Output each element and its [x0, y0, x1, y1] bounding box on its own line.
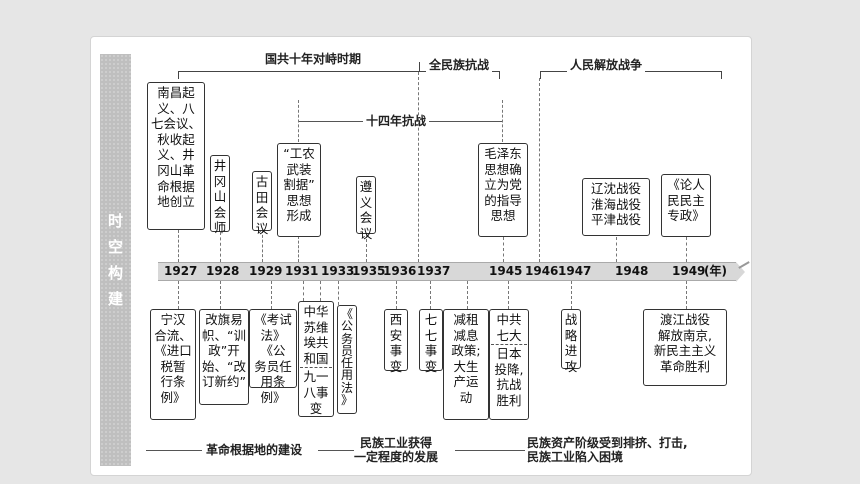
year-label: 1928 — [206, 264, 240, 278]
dash-line — [503, 237, 504, 262]
year-label: 1936 — [383, 264, 417, 278]
timeline-arrow — [736, 262, 745, 282]
dash-line — [338, 281, 339, 305]
dash-line — [298, 236, 299, 262]
event-text: 九一 八事 变 — [303, 369, 329, 416]
event-box-1937-bottom: 七 七 事 变 — [419, 309, 443, 374]
dash-line — [467, 281, 468, 309]
dash-line — [430, 281, 431, 309]
dash-line — [271, 281, 272, 309]
side-tab-char: 时 — [107, 212, 123, 230]
note-line — [455, 450, 525, 451]
event-box-reduce-rent: 减租 减息 政策; 大生 产运 动 — [443, 309, 489, 420]
dash-line — [508, 281, 509, 309]
event-box-1948-top: 辽沈战役 淮海战役 平津战役 — [582, 178, 650, 236]
event-text: 中共 七大 — [496, 312, 522, 343]
event-text: 中华 苏维 埃共 和国 — [303, 304, 329, 366]
timeline-axis — [158, 262, 736, 281]
side-tab-char: 空 — [107, 238, 123, 256]
year-label: 1937 — [417, 264, 451, 278]
dash-line — [220, 232, 221, 262]
year-label: 1945 — [489, 264, 523, 278]
dash-line — [686, 237, 687, 262]
note-industry-hard: 民族资产阶级受到排挤、打击, 民族工业陷入困境 — [527, 436, 688, 464]
event-box-1945-bottom: 中共 七大 日本 投降, 抗战 胜利 — [489, 309, 529, 420]
dash-line — [320, 281, 321, 301]
side-tab-char: 构 — [107, 264, 123, 282]
event-box-1927-top: 南昌起 义、八 七会议、 秋收起 义、井 冈山革 命根据 地创立 — [147, 82, 205, 230]
note-base-building: 革命根据地的建设 — [206, 443, 303, 457]
period-bracket-liberation — [540, 71, 722, 79]
year-unit: (年) — [704, 264, 727, 278]
period-label-liberation: 人民解放战争 — [567, 58, 646, 72]
event-box-1928-top: 井 冈 山 会 师 — [210, 155, 230, 235]
event-box-1928-bottom: 改旗易 帜、“训 政”开 始、“改 订新约” — [199, 309, 249, 405]
period-label-civil: 国共十年对峙时期 — [262, 52, 365, 66]
event-box-1929-top: 古 田 会 议 — [252, 171, 272, 236]
dash-line — [298, 100, 299, 142]
event-box-1927-bottom: 宁汉 合流、 《进口 税暂 行条 例》 — [150, 309, 196, 420]
event-box-1949-bottom: 渡江战役 解放南京, 新民主主义 革命胜利 — [643, 309, 727, 386]
dash-line — [539, 78, 540, 262]
side-tab-char: 建 — [107, 290, 123, 308]
event-box-1931-bottom: 中华 苏维 埃共 和国 九一 八事 变 — [298, 301, 334, 417]
event-box-1947-bottom: 战 略 进 攻 — [561, 309, 581, 374]
note-industry-dev: 民族工业获得 一定程度的发展 — [354, 436, 439, 464]
dash-line — [220, 281, 221, 309]
dash-line — [262, 230, 263, 262]
year-label: 1927 — [164, 264, 198, 278]
dash-line — [303, 281, 304, 301]
event-box-1929-bottom: 《考试 法》《公 务员任 用条例》 — [249, 309, 297, 405]
period-label-national: 全民族抗战 — [426, 58, 493, 72]
year-label: 1946 — [525, 264, 559, 278]
dash-line — [502, 100, 503, 142]
dash-line — [418, 72, 419, 262]
dash-line — [616, 237, 617, 262]
year-label: 1929 — [249, 264, 283, 278]
note-line — [318, 450, 354, 451]
dash-line — [571, 281, 572, 309]
event-text: 日本 投降, 抗战 胜利 — [494, 346, 524, 408]
event-box-1931-top: “工农 武装 割据” 思想 形成 — [277, 143, 321, 237]
event-box-1949-top: 《论人 民民主 专政》 — [661, 174, 711, 237]
year-label: 1948 — [615, 264, 649, 278]
year-label: 1947 — [558, 264, 592, 278]
dash-line — [396, 281, 397, 309]
dash-line — [686, 281, 687, 309]
event-box-1945-top: 毛泽东 思想确 立为党 的指导 思想 — [478, 143, 528, 237]
event-box-1933-bottom: 《 公 务 员 任 用 法 》 — [337, 305, 357, 414]
year-label: 1931 — [285, 264, 319, 278]
dash-line — [178, 281, 179, 309]
event-box-1936-bottom: 西 安 事 变 — [384, 309, 408, 374]
dash-line — [366, 234, 367, 262]
dash-line — [178, 230, 179, 262]
event-box-1935-top: 遵 义 会 议 — [356, 176, 376, 241]
period-label-fourteen: 十四年抗战 — [363, 114, 430, 128]
year-label: 1935 — [352, 264, 386, 278]
period-separator — [419, 62, 420, 71]
side-tab: 时 空 构 建 — [100, 54, 131, 466]
period-bracket-civil — [178, 71, 500, 79]
year-label: 1949 — [672, 264, 706, 278]
year-label: 1933 — [321, 264, 355, 278]
note-line — [146, 450, 202, 451]
